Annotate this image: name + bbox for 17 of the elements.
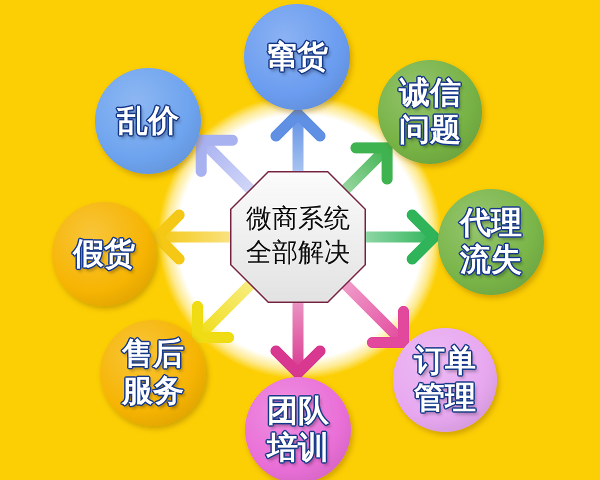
arrow bbox=[192, 279, 256, 343]
topic-label: 窜货 bbox=[265, 38, 329, 76]
center-label: 微商系统全部解决 bbox=[245, 203, 351, 270]
topic-label: 订单管理 bbox=[413, 343, 477, 417]
arrow bbox=[340, 142, 393, 195]
topic-circle bbox=[245, 377, 351, 480]
arrow bbox=[196, 134, 256, 195]
octagon-shape bbox=[230, 171, 366, 303]
topic-label: 团队培训 bbox=[266, 393, 330, 467]
topic-label: 诚信问题 bbox=[398, 75, 462, 149]
topic-label: 售后服务 bbox=[121, 336, 185, 410]
topic-label: 乱价 bbox=[116, 102, 180, 140]
topic-label: 假货 bbox=[72, 236, 136, 272]
topic-label: 代理流失 bbox=[459, 205, 523, 279]
topic-circle bbox=[378, 60, 482, 164]
arrow bbox=[340, 279, 409, 348]
topic-circle bbox=[438, 189, 544, 295]
